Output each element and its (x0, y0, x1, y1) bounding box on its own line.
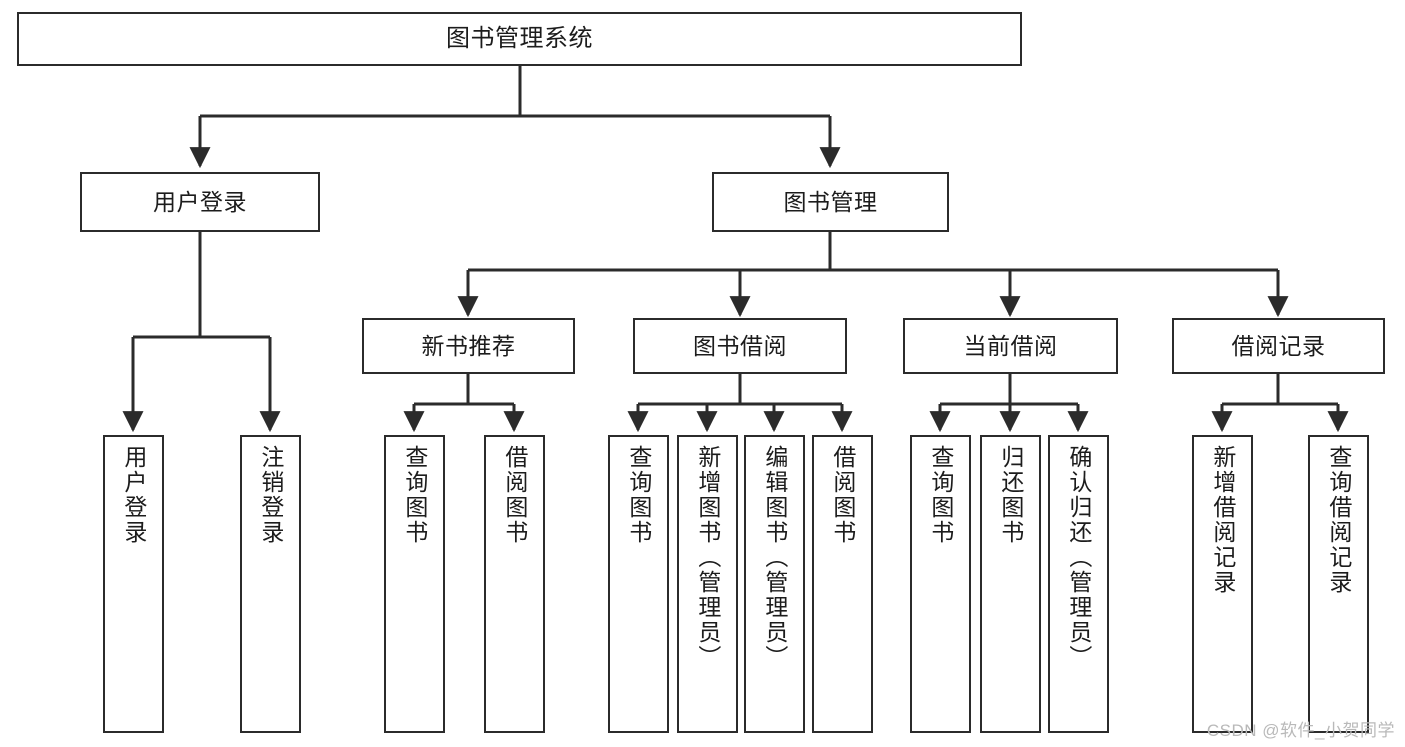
node-label: 图书管理 (783, 188, 878, 215)
node-book-management[interactable]: 图书管理 (712, 172, 949, 232)
leaf-book-borrow-3[interactable]: 借阅图书 (812, 435, 873, 733)
leaf-borrow-record-0[interactable]: 新增借阅记录 (1192, 435, 1253, 733)
node-label: 查询图书 (625, 445, 652, 545)
leaf-current-borrow-1[interactable]: 归还图书 (980, 435, 1041, 733)
leaf-current-borrow-2[interactable]: 确认归还（管理员） (1048, 435, 1109, 733)
node-label: 图书借阅 (693, 332, 787, 359)
node-label: 借阅记录 (1231, 332, 1326, 359)
node-label: 查询借阅记录 (1325, 445, 1352, 595)
leaf-borrow-record-1[interactable]: 查询借阅记录 (1308, 435, 1369, 733)
node-book-borrow[interactable]: 图书借阅 (633, 318, 847, 374)
node-label: 归还图书 (997, 445, 1024, 545)
watermark-text: CSDN @软件_小贺同学 (1206, 721, 1395, 740)
node-label: 借阅图书 (829, 445, 856, 545)
leaf-user-login-0[interactable]: 用户登录 (103, 435, 164, 733)
leaf-book-borrow-0[interactable]: 查询图书 (608, 435, 669, 733)
node-label: 新增图书（管理员） (694, 445, 721, 670)
node-label: 借阅图书 (501, 445, 528, 545)
node-label: 编辑图书（管理员） (761, 445, 788, 670)
node-new-book-recommend[interactable]: 新书推荐 (362, 318, 575, 374)
leaf-book-borrow-2[interactable]: 编辑图书（管理员） (744, 435, 805, 733)
leaf-new-book-recommend-0[interactable]: 查询图书 (384, 435, 445, 733)
node-root-book-management-system[interactable]: 图书管理系统 (17, 12, 1022, 66)
leaf-new-book-recommend-1[interactable]: 借阅图书 (484, 435, 545, 733)
node-label: 查询图书 (401, 445, 428, 545)
leaf-user-login-1[interactable]: 注销登录 (240, 435, 301, 733)
node-current-borrow[interactable]: 当前借阅 (903, 318, 1118, 374)
node-label: 确认归还（管理员） (1065, 445, 1092, 670)
node-user-login[interactable]: 用户登录 (80, 172, 320, 232)
node-label: 图书管理系统 (446, 25, 593, 53)
node-label: 新书推荐 (421, 332, 516, 359)
node-label: 注销登录 (257, 445, 284, 545)
node-label: 新增借阅记录 (1209, 445, 1236, 595)
node-label: 用户登录 (153, 188, 247, 215)
node-label: 用户登录 (120, 445, 147, 545)
leaf-current-borrow-0[interactable]: 查询图书 (910, 435, 971, 733)
node-label: 查询图书 (927, 445, 954, 545)
node-label: 当前借阅 (963, 332, 1058, 359)
leaf-book-borrow-1[interactable]: 新增图书（管理员） (677, 435, 738, 733)
node-borrow-record[interactable]: 借阅记录 (1172, 318, 1385, 374)
